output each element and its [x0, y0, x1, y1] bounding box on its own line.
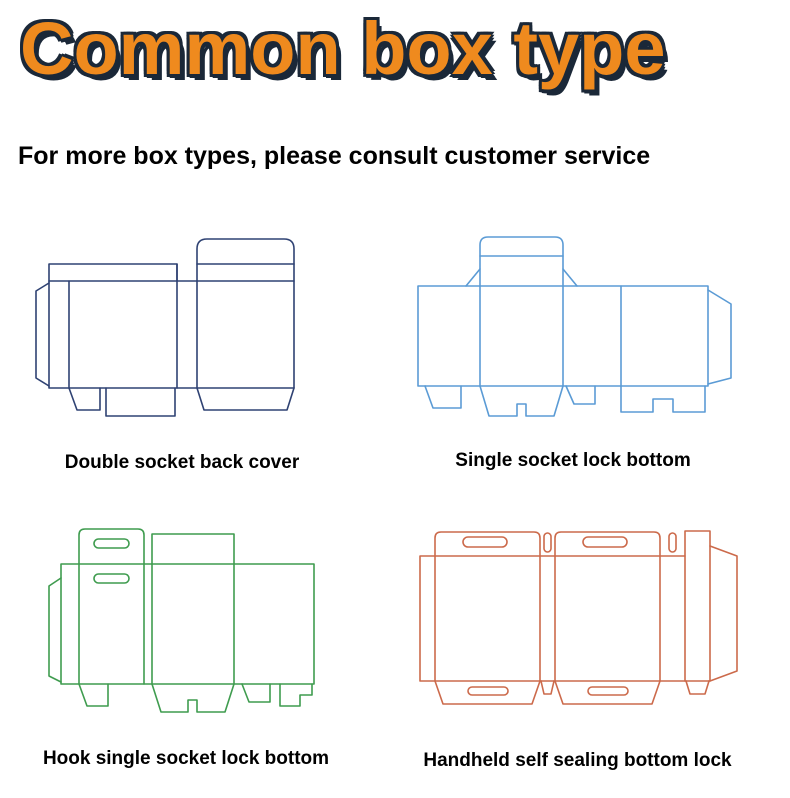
box-type-label: Single socket lock bottom [455, 450, 691, 471]
dieline-paths [47, 528, 315, 713]
page-title: Common box type [20, 7, 666, 90]
dieline-paths [417, 236, 732, 417]
box-type-card-hook-single-socket-lock-bottom: Hook single socket lock bottom [36, 516, 336, 770]
hook-single-socket-lock-bottom-dieline [47, 528, 315, 713]
box-type-label: Double socket back cover [64, 452, 300, 473]
single-socket-lock-bottom-dieline [417, 236, 732, 417]
handheld-self-sealing-bottom-lock-dieline [419, 530, 738, 705]
dieline-paths [35, 238, 295, 417]
box-type-card-double-socket-back-cover: Double socket back cover [32, 226, 332, 474]
box-type-label: Handheld self sealing bottom lock [423, 750, 732, 771]
page-subtitle: For more box types, please consult custo… [18, 142, 651, 170]
dieline-paths [419, 530, 738, 705]
box-type-card-single-socket-lock-bottom: Single socket lock bottom [408, 232, 738, 472]
double-socket-back-cover-dieline [35, 238, 295, 417]
box-type-label: Hook single socket lock bottom [42, 748, 330, 769]
box-type-card-handheld-self-sealing-bottom-lock: Handheld self sealing bottom lock [410, 524, 745, 772]
